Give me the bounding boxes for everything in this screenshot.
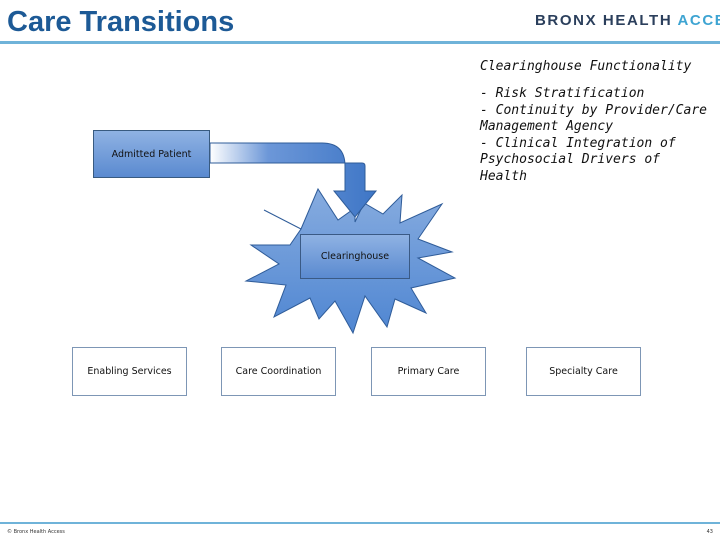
footer-rule <box>0 522 720 524</box>
functionality-list: - Risk Stratification - Continuity by Pr… <box>480 86 712 186</box>
enabling-services-box: Enabling Services <box>72 347 187 396</box>
slide-title: Care Transitions <box>7 6 235 38</box>
copyright-text: © Bronx Health Access <box>7 529 65 535</box>
flow-arrow <box>209 142 378 218</box>
functionality-item-continuity: - Continuity by Provider/Care Management… <box>480 102 707 135</box>
care-coordination-box: Care Coordination <box>221 347 336 396</box>
primary-care-box: Primary Care <box>371 347 486 396</box>
header-rule <box>0 41 720 44</box>
functionality-item-risk-stratification: - Risk Stratification <box>480 86 645 101</box>
admitted-patient-box: Admitted Patient <box>93 130 210 178</box>
specialty-care-box: Specialty Care <box>526 347 641 396</box>
logo-text-main: BRONX HEALTH <box>535 12 673 29</box>
logo-text-accent: ACCESS <box>677 12 720 29</box>
functionality-heading: Clearinghouse Functionality <box>480 59 692 74</box>
page-number: 43 <box>706 529 713 535</box>
functionality-item-clinical-integration: - Clinical Integration of Psychosocial D… <box>480 135 676 184</box>
bronx-health-access-logo: BRONX HEALTH ACCESS <box>535 12 720 29</box>
clearinghouse-box: Clearinghouse <box>300 234 410 279</box>
